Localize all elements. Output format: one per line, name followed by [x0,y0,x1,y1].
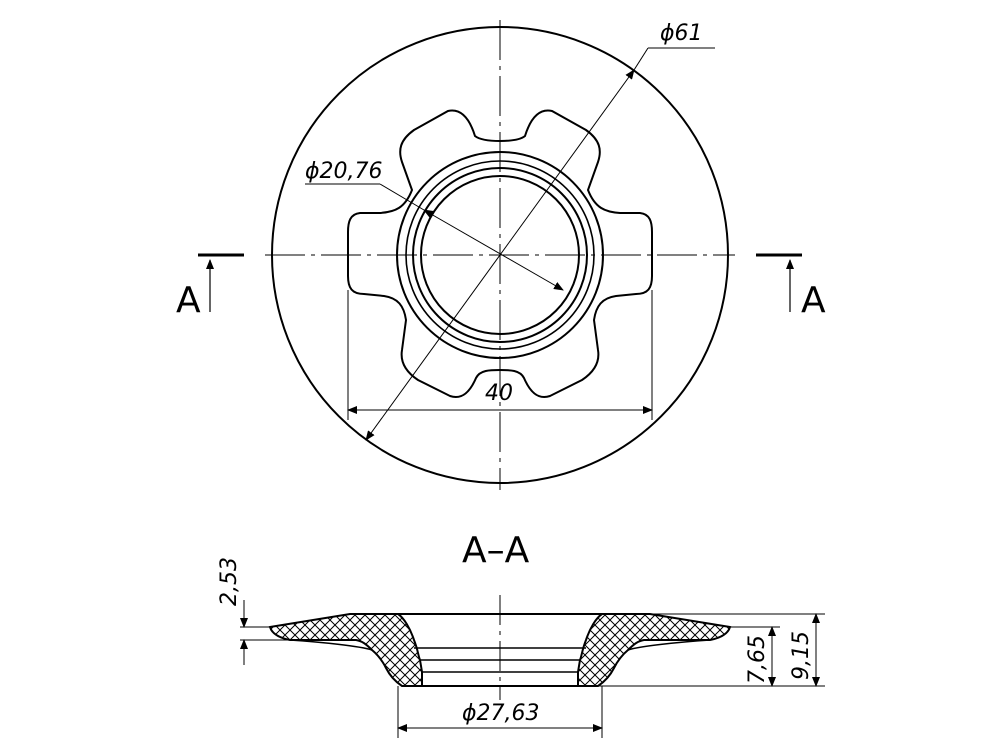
flange-underside-left [289,639,373,651]
label-bottom-diameter: ϕ27,63 [462,701,540,726]
section-profile-left [268,613,423,687]
dim-line-inner-diameter [423,209,564,291]
leader-inner-diameter [379,183,425,211]
label-width: 40 [485,381,513,406]
section-title: A–A [462,530,530,571]
leader-outer-diameter [633,47,649,71]
label-height-inner: 7,65 [745,635,770,684]
label-height-total: 9,15 [789,631,814,680]
section-label-right: A [801,280,826,321]
section-profile-right [577,613,732,687]
plan-view [198,20,802,490]
label-inner-diameter: ϕ20,76 [305,159,383,184]
section-view [240,595,825,738]
label-flange-thickness: 2,53 [217,557,242,606]
outer-circle [271,26,729,484]
flange-underside-right [627,639,711,651]
label-outer-diameter: ϕ61 [660,21,703,46]
section-label-left: A [176,280,201,321]
